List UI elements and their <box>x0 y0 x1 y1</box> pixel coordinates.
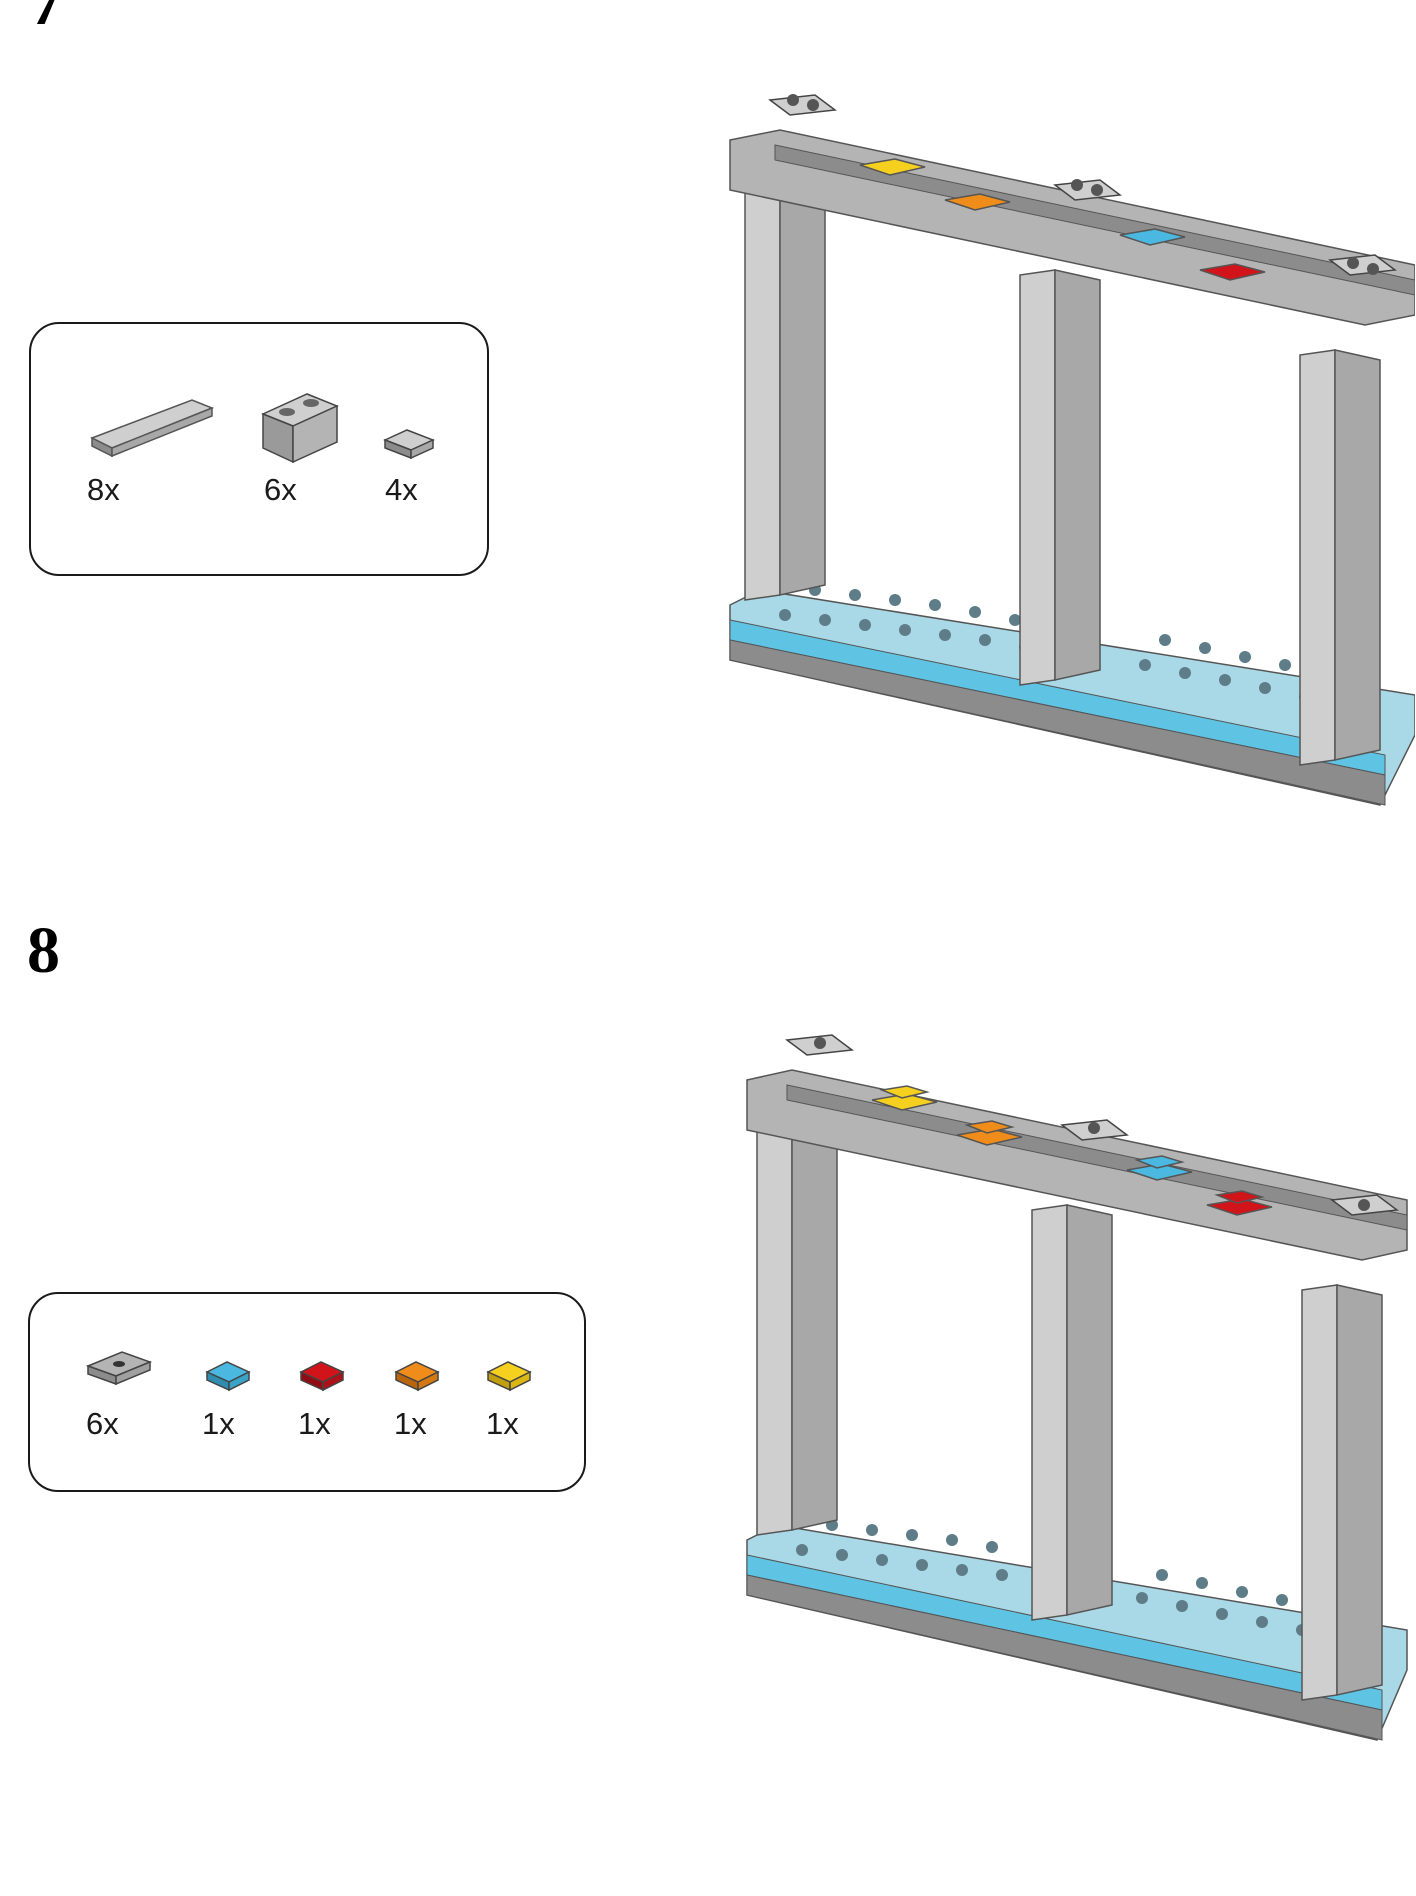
base-studs <box>796 1519 1328 1636</box>
part-quantity: 6x <box>264 472 297 507</box>
pillar-right <box>1301 1284 1383 1701</box>
step8-model-illustration <box>746 1034 1408 1741</box>
step-number: 8 <box>27 914 60 987</box>
pillar-middle <box>1031 1204 1113 1621</box>
part-quantity: 4x <box>385 472 418 507</box>
red-plate <box>1199 263 1266 281</box>
gray-jumper-plate-1x2-icon <box>85 1351 153 1386</box>
step-number: 7 <box>30 0 63 39</box>
part-quantity: 8x <box>87 472 120 507</box>
gray-brick-1x2-icon <box>261 393 339 464</box>
yellow-plate <box>859 158 926 176</box>
orange-tile-1x1-icon <box>394 1361 440 1392</box>
blue-plate <box>1119 228 1186 246</box>
gray-tile-1x6-icon <box>90 399 215 458</box>
pillar-left <box>756 1114 838 1536</box>
gray-tile-1x1-icon <box>383 429 435 460</box>
orange-plate <box>944 193 1011 211</box>
part-quantity: 1x <box>298 1406 331 1441</box>
yellow-tile-1x1-icon <box>486 1361 532 1392</box>
pillar-left <box>744 179 826 601</box>
blue-tile-1x1-icon <box>205 1361 251 1392</box>
part-quantity: 6x <box>86 1406 119 1441</box>
part-quantity: 1x <box>202 1406 235 1441</box>
part-quantity: 1x <box>394 1406 427 1441</box>
part-quantity: 1x <box>486 1406 519 1441</box>
parts-callout-step7: 8x 6x 4x <box>29 322 489 576</box>
pillar-middle <box>1019 269 1101 686</box>
parts-callout-step8: 6x 1x 1x 1x 1x <box>28 1292 586 1492</box>
step7-model-illustration <box>729 94 1415 806</box>
pillar-right <box>1299 349 1381 766</box>
red-tile-1x1-icon <box>299 1361 345 1392</box>
